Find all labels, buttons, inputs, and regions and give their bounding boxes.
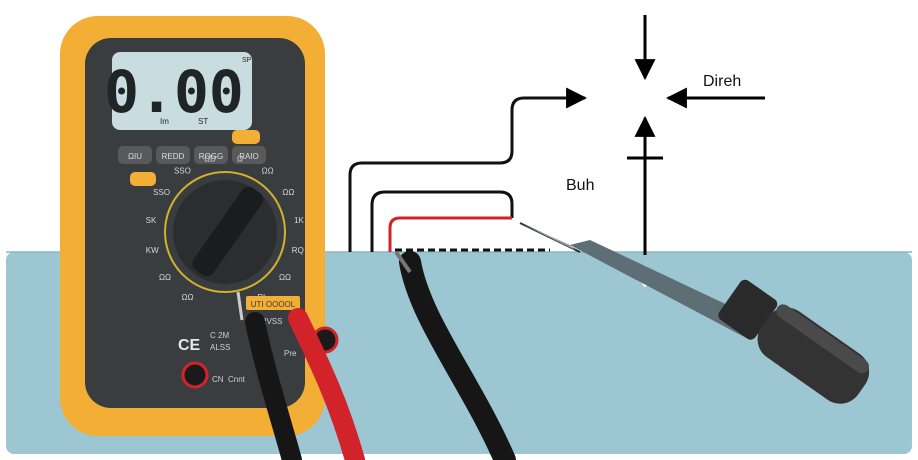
dial-scale-label: KW bbox=[146, 246, 159, 255]
dial-ring bbox=[164, 171, 286, 293]
dial-scale-label: RQ bbox=[292, 246, 304, 255]
multimeter: 0.00 Im ST SP ΩIU REDD ROGG RAIO ΩΩ ΩΩ KW S… bbox=[60, 16, 365, 460]
meter-button-label-1: ΩIU bbox=[128, 152, 142, 161]
meter-lead-pin bbox=[236, 291, 244, 321]
yellow-function-button[interactable] bbox=[130, 172, 156, 186]
outer-circuit-wire bbox=[348, 87, 588, 252]
dial-knob[interactable] bbox=[189, 184, 266, 280]
inner-circuit-wire bbox=[370, 190, 514, 252]
red-meter-lead bbox=[288, 308, 365, 460]
port-text-5: CN bbox=[212, 375, 224, 384]
lcd-unit-right: ST bbox=[198, 117, 208, 126]
dial-scale-label: SSO bbox=[153, 188, 170, 197]
probe bbox=[520, 223, 870, 404]
port-text-7: Pre bbox=[284, 349, 297, 358]
meter-button-label-2: REDD bbox=[162, 152, 185, 161]
dial-scale-label: ΩD bbox=[204, 155, 216, 164]
dial-scale-label: SK bbox=[146, 216, 157, 225]
lcd-unit-left: Im bbox=[160, 117, 169, 126]
meter-button-4[interactable] bbox=[232, 146, 266, 164]
port-text-6: Cnnt bbox=[228, 375, 246, 384]
lcd-corner: SP bbox=[242, 57, 252, 64]
meter-button-1[interactable] bbox=[118, 146, 152, 164]
dial-scale-label: ΩΩ bbox=[282, 188, 294, 197]
black-meter-lead bbox=[245, 312, 302, 460]
dial-scale-label: SSO bbox=[174, 166, 191, 175]
dial-scale-label: Ω bbox=[237, 155, 243, 164]
port-left bbox=[181, 361, 209, 389]
port-text-ce: CE bbox=[178, 337, 201, 354]
dial-scale-label: ΩΩ bbox=[159, 273, 171, 282]
port-strip-label: UTI OOOOL bbox=[251, 300, 296, 309]
meter-button-2[interactable] bbox=[156, 146, 190, 164]
dial-scale-label: ΩΩ bbox=[262, 166, 274, 175]
meter-button-3[interactable] bbox=[194, 146, 228, 164]
red-circuit-wire bbox=[388, 216, 512, 252]
yellow-top-button[interactable] bbox=[232, 130, 260, 144]
dial-scale-label: ΩΩ bbox=[279, 273, 291, 282]
port-strip bbox=[246, 296, 300, 310]
lcd-screen bbox=[112, 52, 252, 130]
black-probe-lead bbox=[399, 251, 516, 460]
port-text-4: ALSS bbox=[210, 343, 230, 352]
port-text-3: 2VSS bbox=[262, 317, 282, 326]
port-text-2: C 2M bbox=[210, 331, 229, 340]
meter-button-label-4: RAIO bbox=[239, 152, 259, 161]
direh-label: Direh bbox=[703, 73, 742, 90]
lcd-reading: 0.00 bbox=[104, 58, 244, 126]
dial-scale-label: ΩΩ bbox=[182, 293, 194, 302]
meter-button-label-3: ROGG bbox=[199, 152, 223, 161]
dial-scale-label: 1K bbox=[294, 216, 304, 225]
black-probe-tip bbox=[394, 250, 412, 274]
buh-label: Buh bbox=[566, 177, 595, 194]
